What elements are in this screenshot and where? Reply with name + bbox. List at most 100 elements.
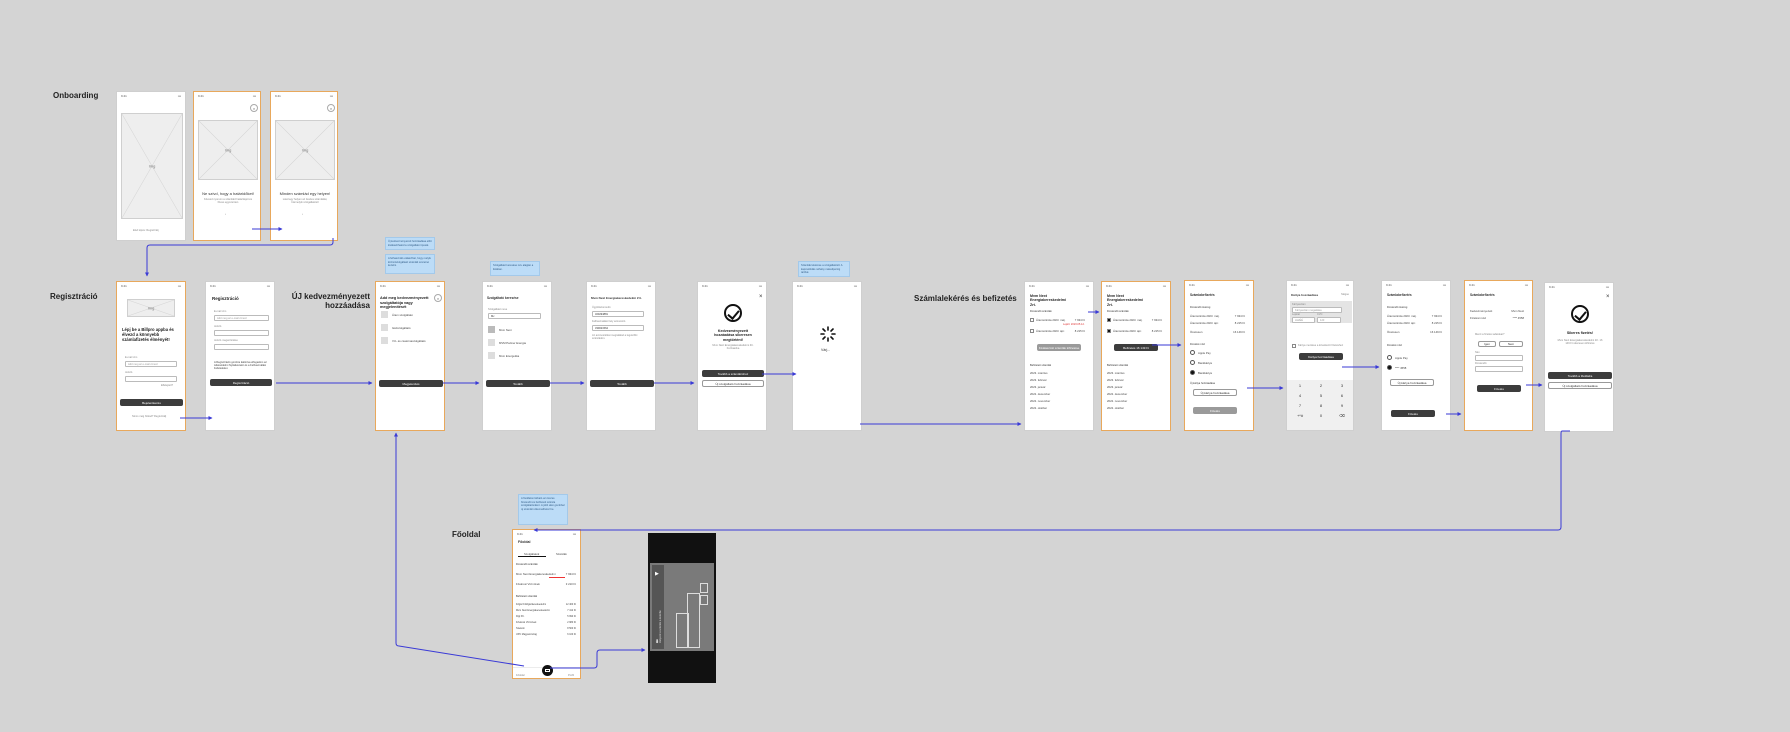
search-result-item[interactable]: MVM Partner Energia xyxy=(499,341,526,345)
registration-button[interactable]: Regisztráció xyxy=(210,379,272,386)
backspace-icon[interactable]: ⌫ xyxy=(1339,413,1345,418)
close-icon[interactable]: × xyxy=(250,104,258,112)
pay-method-apple[interactable]: Apple Pay xyxy=(1395,356,1408,360)
show-button[interactable]: Megjelenítés xyxy=(379,380,443,387)
tab-providers[interactable]: Szolgáltatók xyxy=(524,552,540,556)
history-row[interactable]: 2022. december xyxy=(1107,392,1128,396)
home-paid-name[interactable]: Digi Kft. xyxy=(516,615,525,618)
pay-method-saved-card[interactable]: **** 4558 xyxy=(1395,366,1407,370)
history-row[interactable]: 2023. március xyxy=(1107,371,1125,375)
history-row[interactable]: 2023. március xyxy=(1030,371,1048,375)
keypad-key[interactable]: 9 xyxy=(1340,403,1344,408)
search-next-button[interactable]: Tovább xyxy=(486,380,550,387)
bill-checkbox-checked[interactable] xyxy=(1107,318,1111,322)
confirm-pay-button[interactable]: Fizetés xyxy=(1477,385,1521,392)
add-provider-button[interactable]: Új szolgáltató hozzáadása xyxy=(702,380,764,387)
home-unpaid-name[interactable]: Mvm Next Energiakereskedelmi xyxy=(516,572,556,576)
cancel-link[interactable]: Mégse xyxy=(1341,293,1349,296)
home-unpaid-name[interactable]: Fővárosi Vízművek xyxy=(516,582,540,586)
history-row[interactable]: 2023. január xyxy=(1030,385,1046,389)
keypad-key[interactable]: 7 xyxy=(1298,403,1302,408)
onboarding-first-step-text[interactable]: Első lépés: Regisztrálj xyxy=(133,229,159,232)
keypad-key[interactable]: 3 xyxy=(1340,383,1344,388)
pay-amount-button[interactable]: Befizetés 16 149 Ft xyxy=(1114,344,1158,351)
history-row[interactable]: 2022. december xyxy=(1030,392,1051,396)
keypad-key[interactable]: 0 xyxy=(1319,413,1323,418)
pay-method-radio[interactable] xyxy=(1387,355,1392,360)
pay-button[interactable]: Fizetés xyxy=(1391,410,1435,417)
history-row[interactable]: 2022. november xyxy=(1030,399,1051,403)
home-paid-name[interactable]: Mvm Next Energiakereskedelmi xyxy=(516,609,550,612)
keypad-key[interactable]: 5 xyxy=(1319,393,1323,398)
keypad-key[interactable]: 4 xyxy=(1298,393,1302,398)
scan-button[interactable] xyxy=(542,665,553,676)
type-option-gas[interactable]: Gázszolgáltató xyxy=(392,326,411,330)
login-button[interactable]: Bejelentkezés xyxy=(120,399,183,406)
shutter-icon[interactable]: ▶ xyxy=(655,571,659,577)
provider-search-input[interactable]: Mv xyxy=(488,313,541,319)
terms-text[interactable]: A Regisztráció gombra kattintva elfogado… xyxy=(214,361,267,370)
home-paid-name[interactable]: UPC Magyarország xyxy=(516,633,537,636)
close-icon[interactable]: × xyxy=(434,294,442,302)
history-row[interactable]: 2022. október xyxy=(1107,406,1125,410)
pay-method-radio-selected[interactable] xyxy=(1190,370,1195,375)
confirm-no-button[interactable]: Nem xyxy=(1499,341,1523,347)
home-paid-name[interactable]: Telekom xyxy=(516,627,525,630)
add-provider-button[interactable]: Új szolgáltató hozzáadása xyxy=(1548,382,1612,389)
add-card-button[interactable]: Új kártya hozzáadása xyxy=(1193,389,1237,396)
location-id-input[interactable]: 330021564 xyxy=(592,325,644,331)
history-row[interactable]: 2022. október xyxy=(1030,406,1048,410)
register-link[interactable]: Nincs még fiókod? Regisztrálj xyxy=(132,415,167,418)
card-number-input[interactable]: Kártyaszám megadása xyxy=(1292,307,1342,313)
home-paid-name[interactable]: Főgáz Földgázkereskedelmi xyxy=(516,603,546,606)
nav-home[interactable]: Főoldal xyxy=(516,674,525,677)
close-icon[interactable]: × xyxy=(759,294,763,300)
search-result-item[interactable]: Mvm Energetika xyxy=(499,354,520,358)
pay-button-disabled[interactable]: Fizetés xyxy=(1193,407,1237,414)
add-card-submit-button[interactable]: Kártya hozzáadása xyxy=(1299,353,1343,360)
type-option-electricity[interactable]: Áram szolgáltató xyxy=(392,313,413,317)
nav-profile[interactable]: Profil xyxy=(568,674,574,677)
to-home-button[interactable]: Tovább a főoldalra xyxy=(1548,372,1612,379)
pay-method-radio-selected[interactable] xyxy=(1387,365,1392,370)
form-next-button[interactable]: Tovább xyxy=(590,380,654,387)
confirm-name-input[interactable] xyxy=(1475,355,1523,361)
home-paid-name[interactable]: Fővárosi Vízművek xyxy=(516,621,537,624)
bill-checkbox[interactable] xyxy=(1030,318,1034,322)
pay-selected-button[interactable]: Kiválasztott számlák kifizetése xyxy=(1037,344,1081,351)
card-cvc-input[interactable]: 123 xyxy=(1317,317,1341,323)
reg-password2-input[interactable] xyxy=(214,344,269,350)
history-row[interactable]: 2023. január xyxy=(1107,385,1123,389)
search-result-item[interactable]: Mvm Next xyxy=(499,328,512,332)
save-card-checkbox[interactable] xyxy=(1292,344,1296,348)
pay-method-radio[interactable] xyxy=(1190,350,1195,355)
tab-bills[interactable]: Számlák xyxy=(556,552,567,556)
pay-method-card[interactable]: Bankkártya xyxy=(1198,361,1212,365)
forgot-password-link[interactable]: Elfelejtett? xyxy=(161,384,174,387)
close-icon[interactable]: × xyxy=(1606,294,1610,300)
keypad-key[interactable]: 1 xyxy=(1298,383,1302,388)
reg-password-input[interactable] xyxy=(214,330,269,336)
card-exp-input[interactable]: HH/ÉÉ xyxy=(1292,317,1315,323)
pay-method-radio[interactable] xyxy=(1190,360,1195,365)
history-row[interactable]: 2023. február xyxy=(1030,378,1047,382)
keypad-key[interactable]: 8 xyxy=(1319,403,1323,408)
bill-checkbox-checked[interactable] xyxy=(1107,329,1111,333)
confirm-amount-input[interactable] xyxy=(1475,366,1523,372)
add-card-button[interactable]: Új kártya hozzáadása xyxy=(1390,379,1434,386)
bill-checkbox[interactable] xyxy=(1030,329,1034,333)
reg-email-input[interactable]: Add meg az e-mail címed xyxy=(214,315,269,321)
confirm-yes-button[interactable]: Igen xyxy=(1478,341,1496,347)
to-bills-button[interactable]: Tovább a számláimhoz xyxy=(702,370,764,377)
keypad-key[interactable]: +*# xyxy=(1296,413,1304,418)
download-icon[interactable]: ⬇ xyxy=(655,639,660,645)
history-row[interactable]: 2022. november xyxy=(1107,399,1128,403)
password-input[interactable] xyxy=(125,376,177,382)
pay-method-apple[interactable]: Apple Pay xyxy=(1198,351,1211,355)
keypad-key[interactable]: 6 xyxy=(1340,393,1344,398)
pay-method-card[interactable]: Bankkártya xyxy=(1198,371,1212,375)
customer-id-input[interactable]: 320294881 xyxy=(592,311,644,317)
type-option-water[interactable]: Víz- és csatornaszolgáltató xyxy=(392,339,426,343)
history-row[interactable]: 2023. február xyxy=(1107,378,1124,382)
email-input[interactable]: Add meg az e-mail címed xyxy=(125,361,177,367)
